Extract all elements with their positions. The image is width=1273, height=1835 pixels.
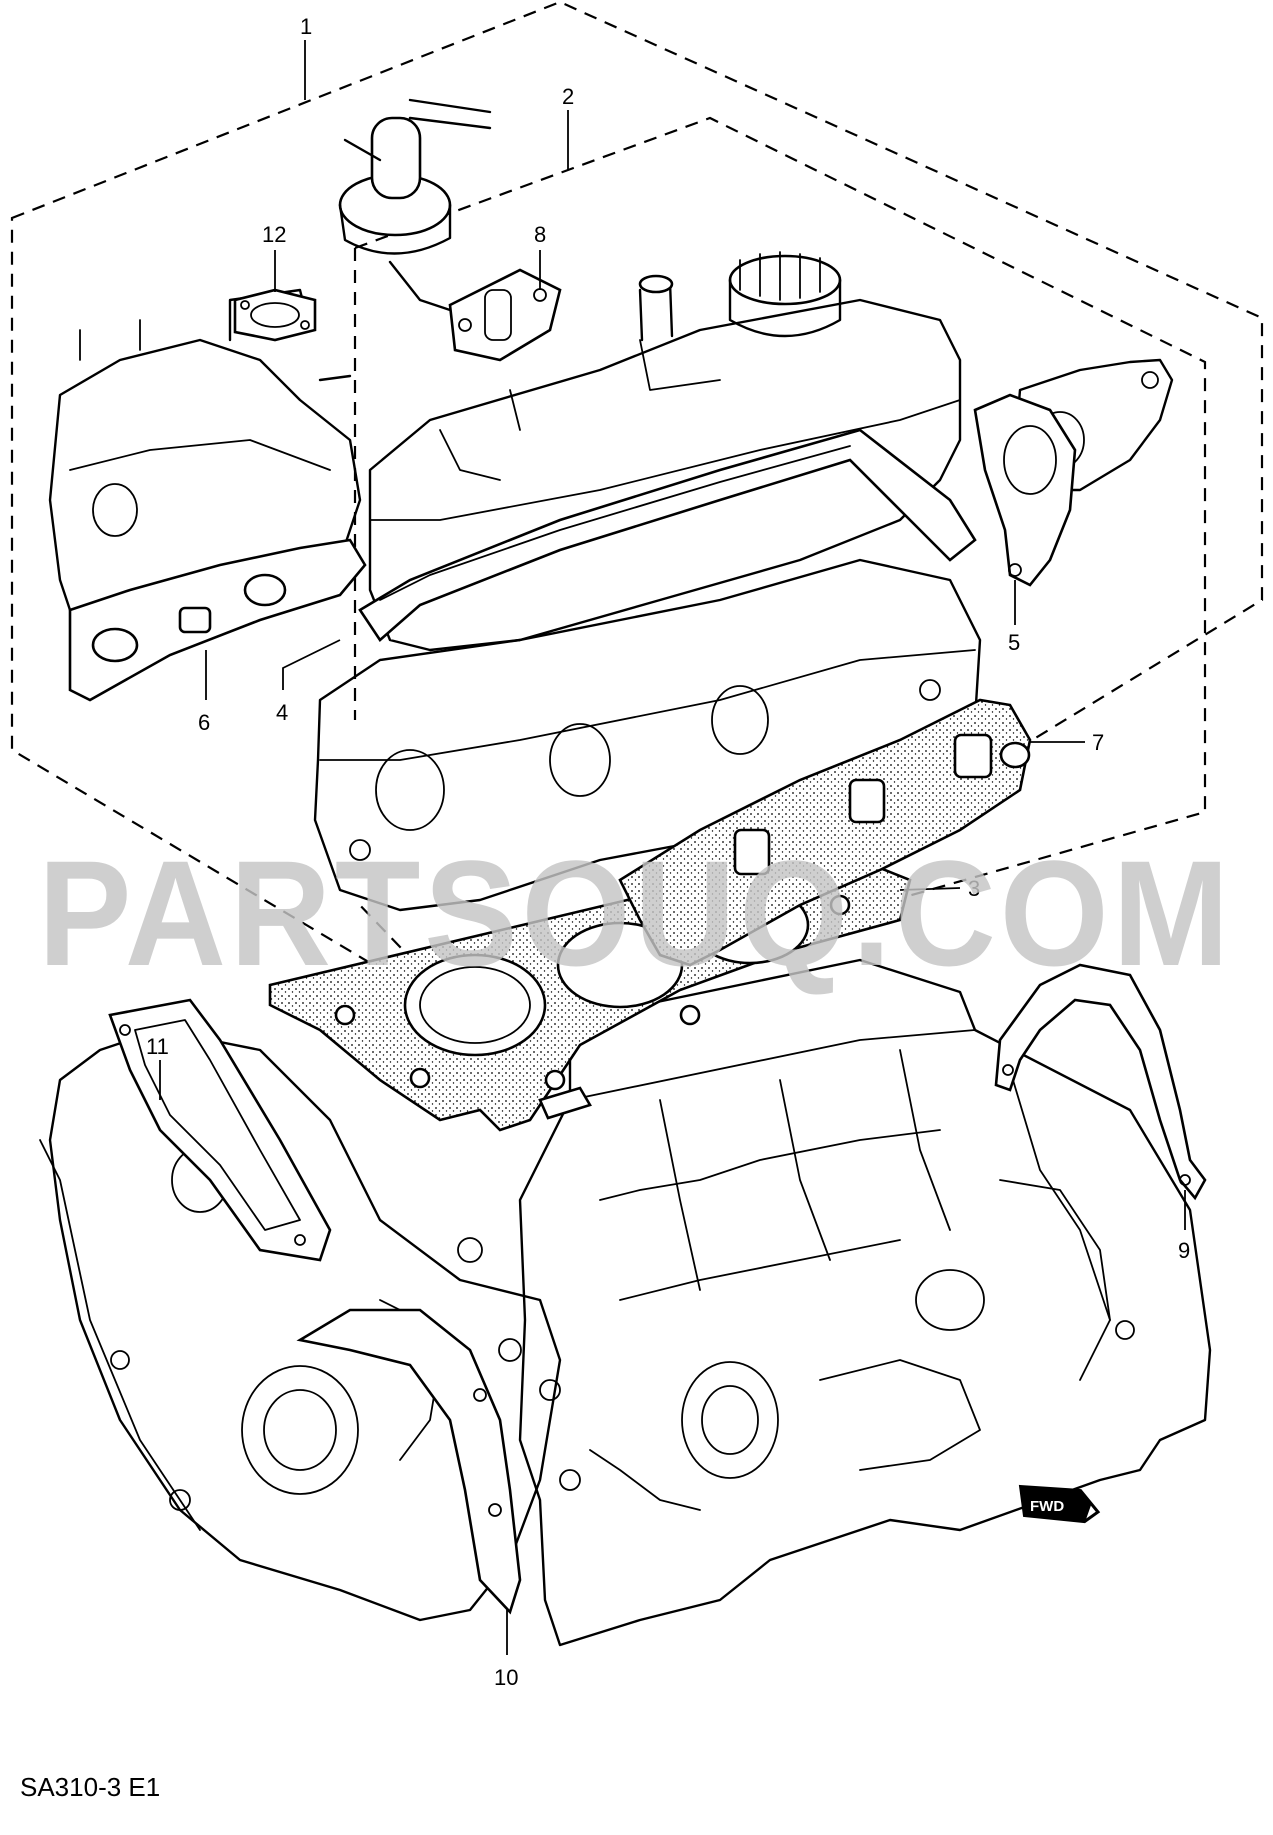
- gasket-outlet-flange: [233, 288, 317, 342]
- callout-4: 4: [276, 700, 288, 725]
- kit-boundary-2: [353, 116, 1207, 1022]
- callout-11: 11: [146, 1034, 169, 1059]
- callout-5: 5: [1008, 630, 1020, 655]
- gasket-head-cover: [358, 428, 977, 642]
- drawing-code: SA310-3 E1: [20, 1772, 160, 1802]
- gasket-intake-manifold: [618, 698, 1032, 967]
- fwd-arrow-badge: FWD: [1018, 1484, 1101, 1524]
- fuel-pump: [338, 98, 522, 322]
- head-cover: [368, 251, 962, 652]
- gasket-exhaust-manifold: [68, 538, 367, 702]
- gasket-fuel-pump: [448, 268, 562, 362]
- kit-boundary-1: [10, 0, 1264, 1054]
- watermark: PARTSOUQ.COM: [38, 829, 1233, 997]
- callout-9: 9: [1178, 1238, 1190, 1263]
- callout-2: 2: [562, 84, 574, 109]
- callout-6: 6: [198, 710, 210, 735]
- callout-10: 10: [494, 1665, 518, 1690]
- gasket-thermostat: [973, 393, 1077, 587]
- callout-1: 1: [300, 14, 312, 39]
- callout-labels: 1 2 3 4 5 6 7 8 9 10 11 12: [146, 14, 1190, 1690]
- leader-lines: [159, 40, 1186, 1655]
- callout-12: 12: [262, 222, 286, 247]
- engine-block: [518, 958, 1212, 1647]
- gasket-oil-pump: [108, 998, 332, 1262]
- fwd-label: FWD: [1030, 1498, 1064, 1515]
- gasket-seal-housing: [296, 1308, 522, 1615]
- callout-3: 3: [968, 876, 980, 901]
- callout-8: 8: [534, 222, 546, 247]
- callout-7: 7: [1092, 730, 1104, 755]
- gasket-rear-seal: [994, 963, 1207, 1201]
